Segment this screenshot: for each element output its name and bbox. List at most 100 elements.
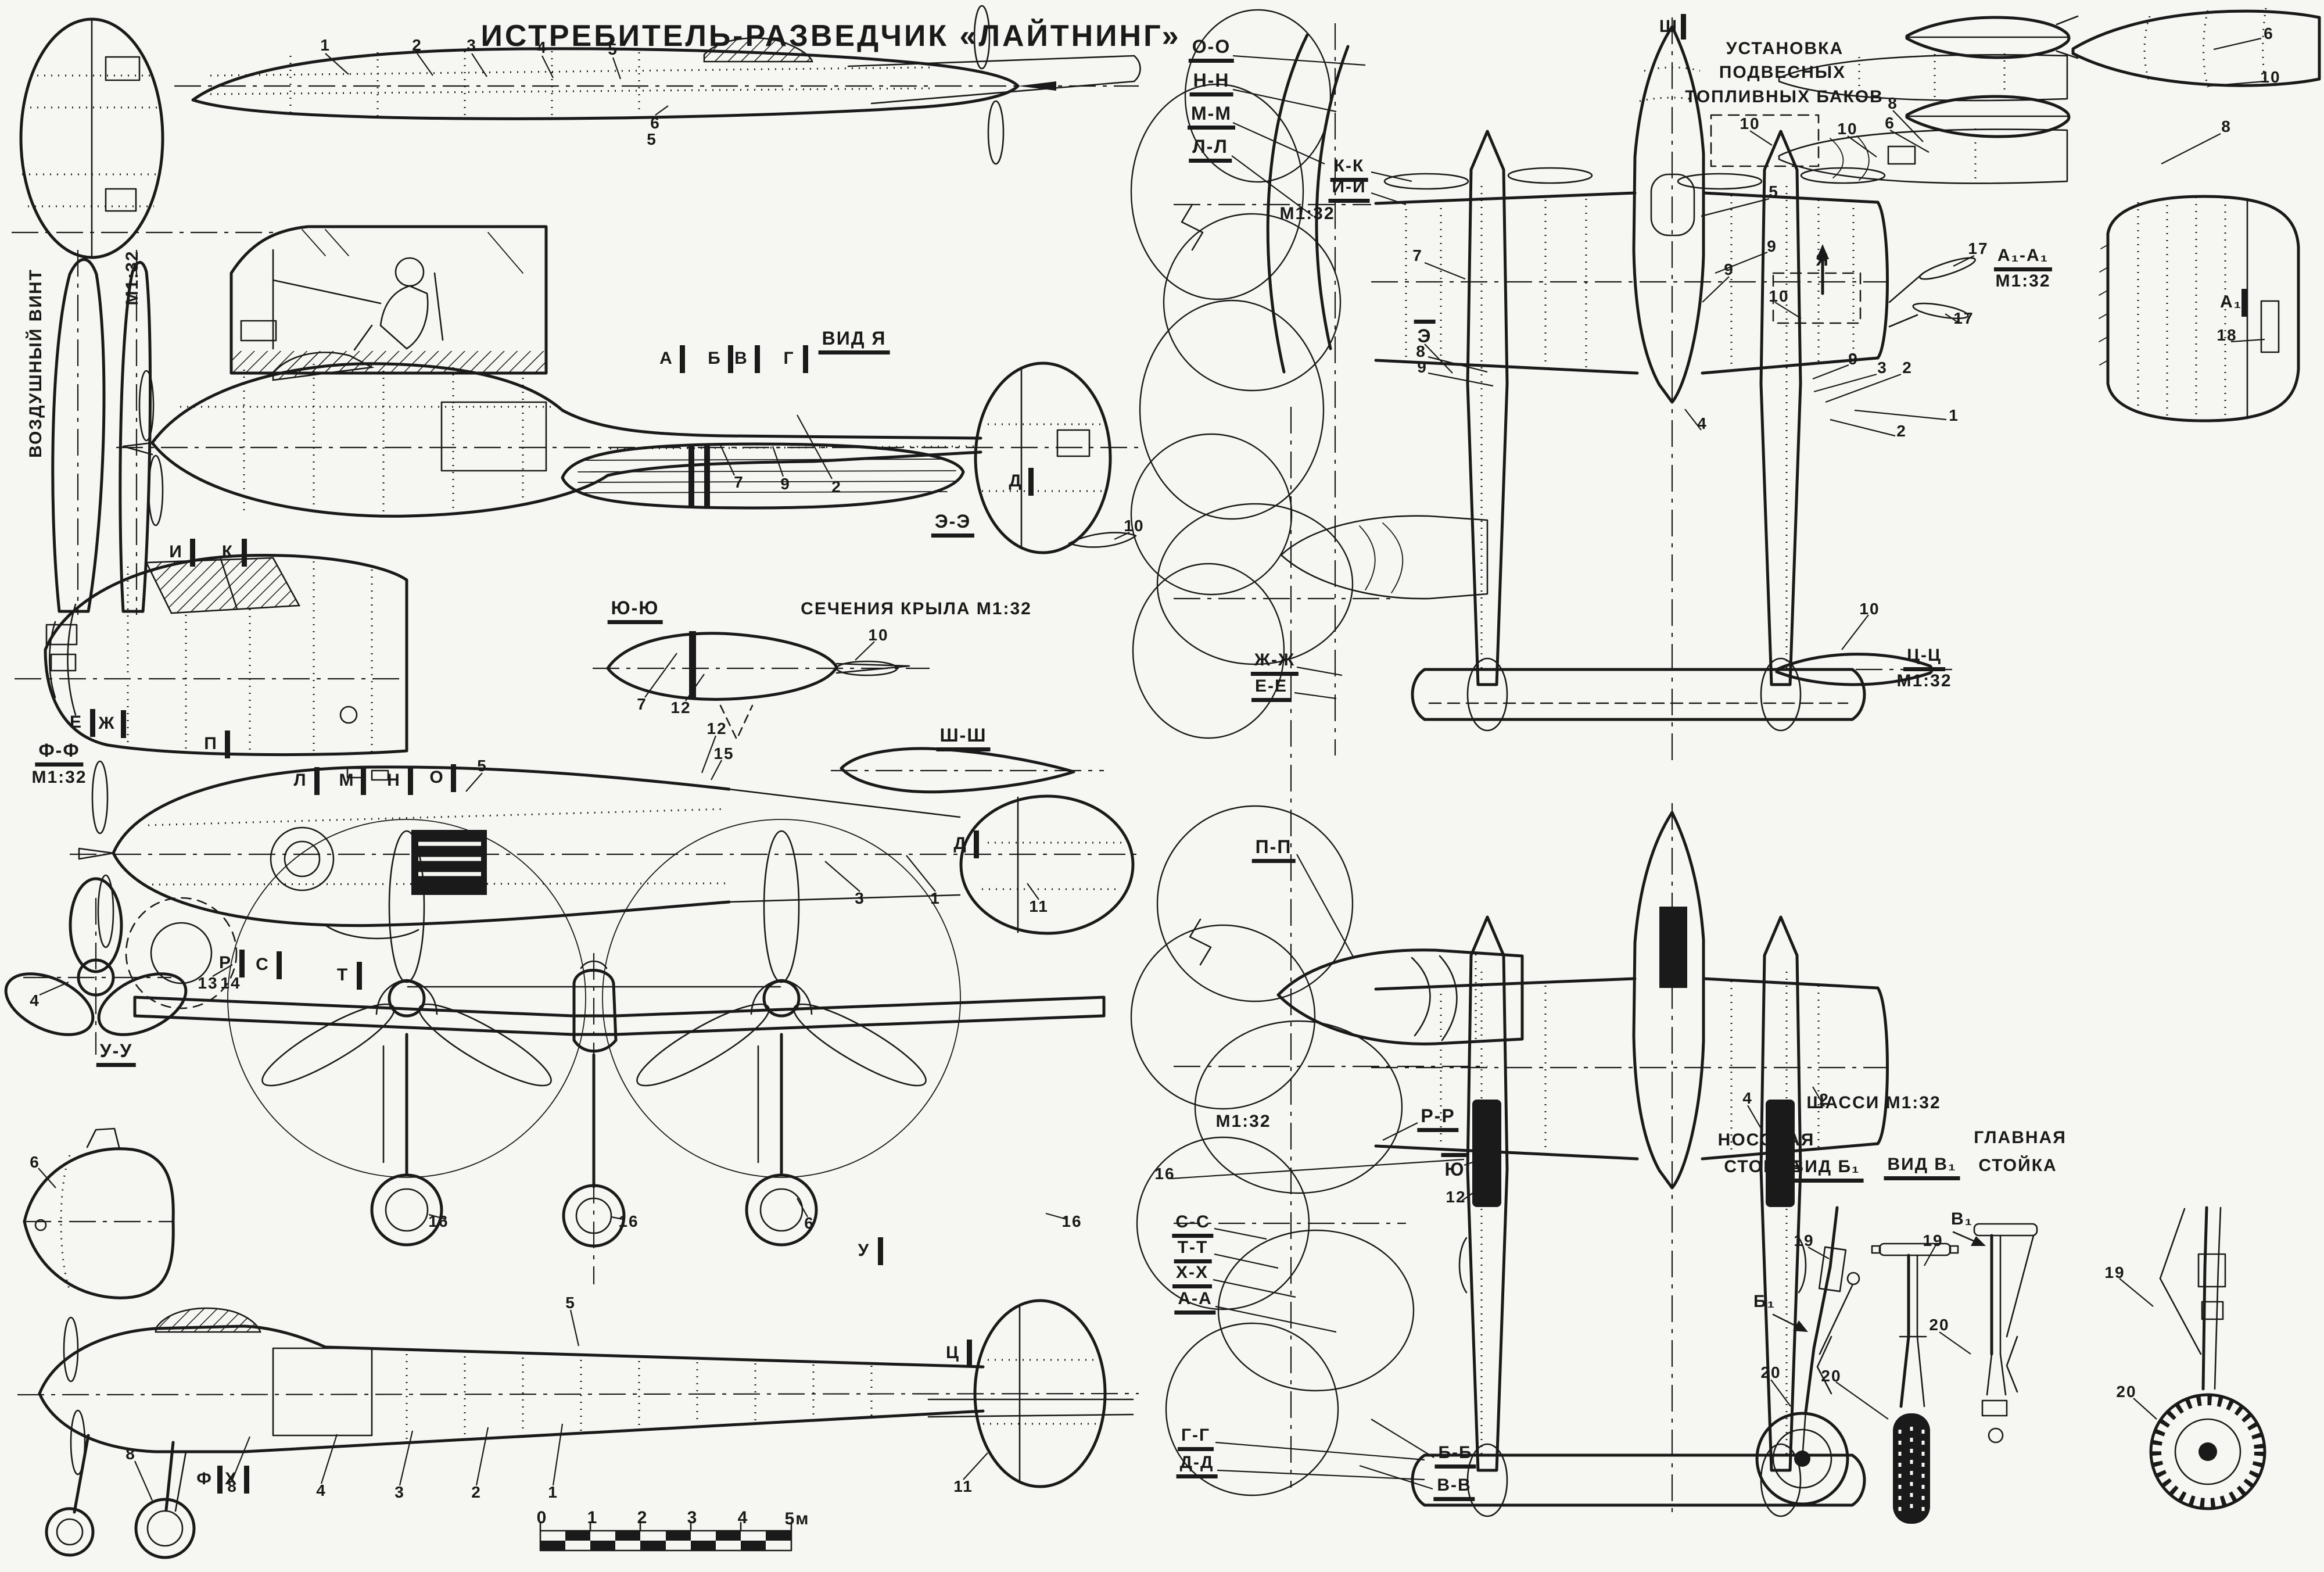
section-label-Ш-Ш: Ш-Ш	[936, 725, 991, 751]
section-label-М1:32: М1:32	[1215, 1112, 1271, 1131]
station-letter-П: П	[204, 734, 218, 753]
callout-11: 11	[1029, 897, 1049, 915]
station-letter-Е: Е	[69, 712, 83, 732]
station-letter-Э: Э	[1414, 320, 1436, 346]
scale-tick-1: 1	[587, 1508, 598, 1527]
section-label-М1:32: М1:32	[1995, 271, 2051, 291]
callout-4: 4	[1697, 414, 1708, 432]
plan-view-upper	[1371, 17, 1976, 761]
callout-17: 17	[1953, 309, 1974, 327]
station-letter-Л: Л	[293, 771, 307, 790]
scale-bar	[539, 1521, 792, 1552]
callout-10: 10	[1124, 517, 1145, 535]
section-label-Б-Б: Б-Б	[1434, 1443, 1476, 1469]
section-label-В-В: В-В	[1433, 1476, 1476, 1501]
section-label-М1:32: М1:32	[1896, 671, 1952, 690]
section-label-М-М: М-М	[1188, 103, 1235, 130]
label-nose-strut-1: НОСОВАЯ	[1717, 1130, 1815, 1150]
scale-tick-3: 3	[687, 1508, 698, 1527]
callout-8: 8	[1416, 342, 1426, 360]
callout-2: 2	[1819, 1090, 1830, 1108]
scale-tick-2: 2	[637, 1508, 648, 1527]
callout-14: 14	[220, 974, 241, 992]
station-letter-А: А	[659, 349, 673, 368]
callout-9: 9	[1724, 260, 1734, 278]
scale-tick-0: 0	[536, 1508, 548, 1527]
callout-12: 12	[670, 699, 691, 717]
station-letter-Я: Я	[1816, 250, 1830, 270]
callout-10: 10	[868, 626, 889, 644]
label-air-propeller: ВОЗДУШНЫЙ ВИНТ	[26, 268, 45, 458]
fin-detail-right	[2099, 195, 2300, 422]
station-letter-К: К	[221, 542, 234, 561]
station-letter-С: С	[256, 955, 270, 974]
station-marker-bars	[90, 14, 2247, 1494]
callout-6: 6	[30, 1153, 40, 1171]
label-main-strut-1: ГЛАВНАЯ	[1974, 1128, 2067, 1147]
main-strut-side	[2119, 1206, 2266, 1510]
callout-11: 11	[953, 1477, 973, 1495]
section-label-М1:32: М1:32	[31, 768, 87, 787]
station-letter-В: В	[734, 349, 748, 368]
label-wing-sections: СЕЧЕНИЯ КРЫЛА М1:32	[801, 599, 1032, 618]
scale-tick-5m: 5м	[784, 1509, 810, 1528]
pod-profile-upper	[1280, 515, 1489, 600]
station-letter-М: М	[339, 771, 355, 790]
spinner-detail	[4, 877, 188, 1055]
callout-9: 9	[1417, 358, 1428, 376]
station-letter-А₁: А₁	[2219, 292, 2243, 311]
nose-strut-side	[1755, 1206, 1860, 1506]
callout-9: 9	[1767, 237, 1777, 255]
callout-1: 1	[320, 36, 331, 54]
station-letter-Т: Т	[336, 965, 349, 984]
station-letter-О: О	[429, 768, 444, 787]
section-label-У-У: У-У	[96, 1040, 137, 1067]
callout-2: 2	[1902, 359, 1913, 377]
fuel-tanks	[1778, 8, 2321, 184]
station-letter-Г: Г	[783, 349, 795, 368]
callout-17: 17	[1968, 239, 1989, 257]
callout-7: 7	[734, 473, 744, 491]
station-letter-Б: Б	[708, 349, 722, 368]
callout-20: 20	[1821, 1367, 1842, 1385]
callout-16: 16	[618, 1212, 639, 1230]
section-label-Э-Э: Э-Э	[931, 511, 975, 538]
callout-leaders-top	[325, 53, 669, 116]
station-letter-Б₁: Б₁	[1753, 1292, 1776, 1311]
callout-19: 19	[2104, 1263, 2125, 1281]
callout-16: 16	[1154, 1165, 1175, 1183]
label-nose-strut-2: СТОЙКА	[1724, 1157, 1803, 1176]
callout-20: 20	[1929, 1316, 1950, 1334]
callout-18: 18	[2217, 326, 2237, 344]
callout-20: 20	[1760, 1363, 1781, 1381]
callout-8: 8	[125, 1445, 136, 1463]
callout-10: 10	[2260, 68, 2281, 86]
callout-6: 6	[804, 1214, 815, 1232]
section-label-О-О: О-О	[1188, 36, 1235, 63]
station-letter-Д: Д	[953, 834, 967, 853]
callout-2: 2	[831, 478, 842, 496]
callout-15: 15	[713, 744, 734, 762]
callout-16: 16	[1061, 1212, 1082, 1230]
callout-7: 7	[637, 695, 647, 713]
section-label-Н-Н: Н-Н	[1189, 70, 1233, 96]
callout-12: 12	[1446, 1188, 1466, 1206]
callout-8: 8	[227, 1477, 238, 1495]
wing-sections	[561, 442, 1104, 794]
label-tanks-3: ТОПЛИВНЫХ БАКОВ	[1685, 87, 1884, 106]
section-label-А-А: А-А	[1174, 1289, 1217, 1315]
plan-upper-leaders	[1424, 130, 1975, 437]
view-label-ya: ВИД Я	[818, 328, 890, 354]
section-ellipse-cluster	[1130, 9, 1487, 1496]
view-label-b1: ВИД Б₁	[1787, 1157, 1864, 1183]
callout-8: 8	[2221, 117, 2232, 135]
callout-10: 10	[1740, 114, 1760, 133]
section-label-Ц-Ц: Ц-Ц	[1903, 646, 1945, 671]
station-letter-И: И	[169, 542, 183, 561]
label-tanks-1: УСТАНОВКА	[1726, 39, 1844, 58]
callout-8: 8	[1888, 94, 1898, 112]
callout-5: 5	[565, 1294, 576, 1312]
callout-3: 3	[855, 889, 865, 907]
nose-closeup	[15, 554, 408, 757]
